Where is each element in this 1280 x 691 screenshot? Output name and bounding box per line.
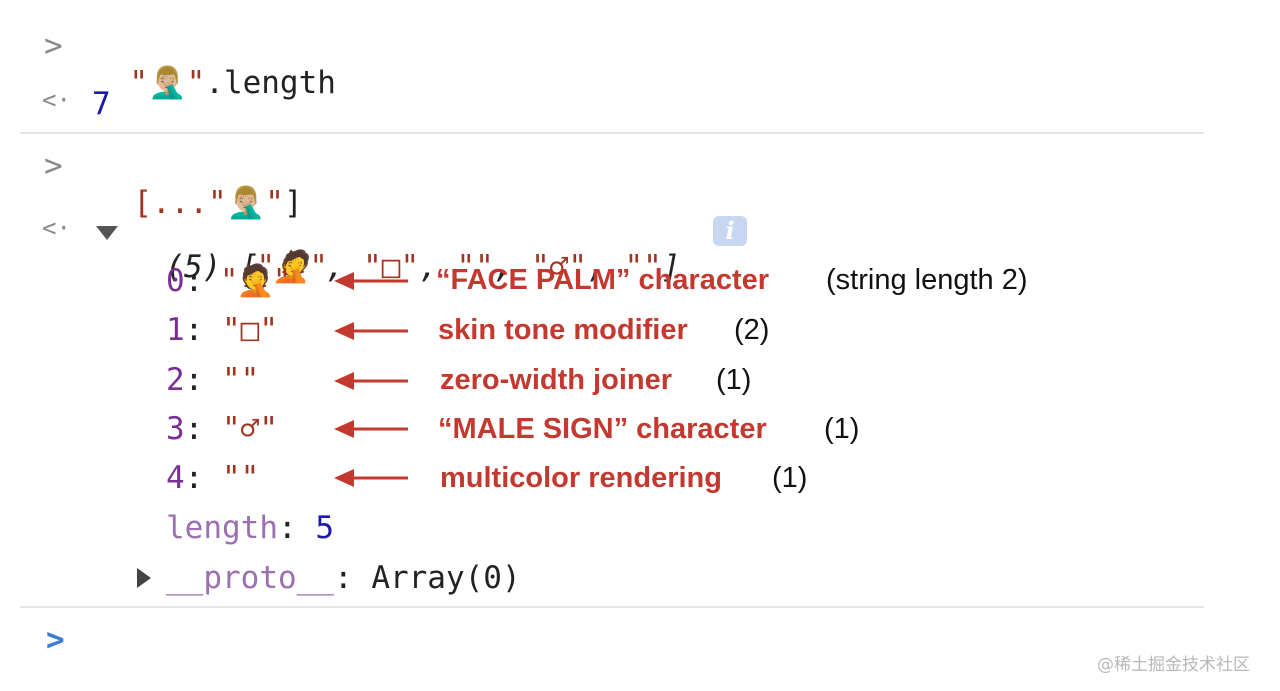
annotation-label: skin tone modifier [438, 314, 688, 346]
entry-value: "□" [222, 312, 278, 348]
facepalm-emoji: 🤦🏼‍♂️ [226, 185, 266, 221]
input-caret: > [44, 28, 63, 64]
arrow-icon [334, 322, 408, 340]
input-caret: > [44, 148, 63, 184]
length-value: 5 [315, 510, 334, 546]
proto-entry[interactable]: __proto__: Array(0) [166, 560, 521, 596]
annotation-note: (1) [824, 413, 860, 445]
annotation-note: (2) [734, 314, 770, 346]
string-quote: " [129, 65, 148, 101]
arrow-icon [334, 420, 408, 438]
array-summary: (5) ["🤦", "□", "", "♂", ""] [165, 249, 681, 285]
string-quote: " [186, 65, 206, 101]
annotation-note: (1) [716, 364, 752, 396]
entry-value: "🤦" [222, 263, 290, 299]
entry: 4: "" [166, 460, 260, 496]
entry-value: "♂" [222, 411, 278, 447]
entry: 2: "" [166, 362, 260, 398]
input-line-1: "🤦🏼‍♂️".length [92, 28, 336, 101]
expand-toggle-icon[interactable] [96, 226, 118, 240]
separator [20, 132, 1204, 134]
length-property: .length [205, 65, 336, 101]
entry-index: 4 [166, 460, 185, 496]
spread-close: ] [283, 185, 303, 221]
annotation-label: “FACE PALM” character [436, 264, 770, 296]
entry: 1: "□" [166, 312, 278, 348]
entry-index: 1 [166, 312, 185, 348]
length-entry: length: 5 [166, 510, 334, 546]
annotation-label: “MALE SIGN” character [438, 413, 767, 445]
string-quote: " [265, 185, 284, 221]
expand-proto-icon[interactable] [137, 568, 151, 588]
summary-item: "🤦" [258, 249, 326, 285]
entry-value: "" [222, 460, 260, 496]
annotation-note: (1) [772, 462, 808, 494]
watermark: @稀土掘金技术社区 [1097, 655, 1250, 675]
arrow-icon [334, 272, 408, 290]
array-close: ] [661, 249, 681, 285]
entry-index: 0 [166, 263, 185, 299]
proto-key: __proto__ [166, 560, 334, 596]
string-quote: " [207, 185, 227, 221]
summary-item: "□" [363, 249, 420, 285]
facepalm-emoji: 🤦🏼‍♂️ [148, 65, 187, 101]
proto-value: Array(0) [371, 560, 521, 596]
output-value: 7 [92, 86, 111, 122]
entry: 0: "🤦" [166, 263, 290, 299]
summary-item: "" [456, 249, 494, 285]
console-prompt[interactable]: > [46, 622, 65, 658]
arrow-icon [334, 469, 408, 487]
annotation-note: (string length 2) [826, 264, 1028, 296]
summary-item: "♂" [531, 249, 588, 285]
info-icon[interactable]: i [713, 216, 747, 246]
output-caret: <· [42, 214, 71, 242]
entry: 3: "♂" [166, 411, 278, 447]
array-open: [ [240, 249, 259, 285]
entry-index: 2 [166, 362, 185, 398]
entry-value: "" [222, 362, 260, 398]
output-caret: <· [42, 86, 71, 114]
array-count: (5) [165, 249, 222, 285]
input-line-2: [..."🤦🏼‍♂️"] [96, 148, 303, 221]
entry-index: 3 [166, 411, 185, 447]
annotation-label: multicolor rendering [440, 462, 722, 494]
spread-open: [... [133, 185, 208, 221]
length-key: length [166, 510, 278, 546]
separator [20, 606, 1204, 608]
annotation-label: zero-width joiner [440, 364, 672, 396]
arrow-icon [334, 372, 408, 390]
summary-item: "" [624, 249, 662, 285]
